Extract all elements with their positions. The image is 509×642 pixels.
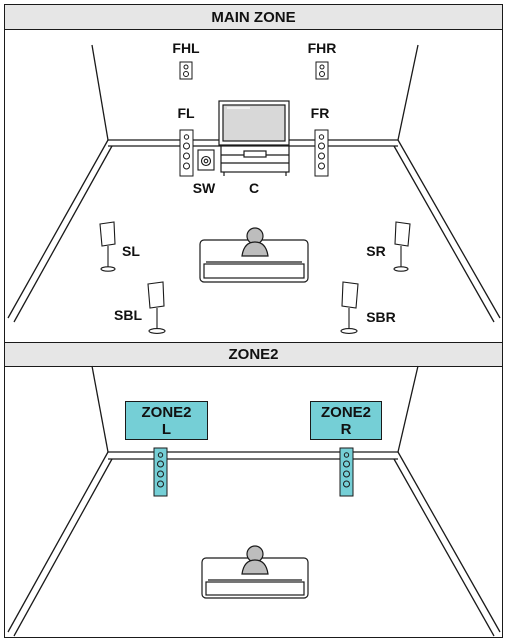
zone2-left-label-box: ZONE2 L	[125, 401, 208, 440]
zone2-right-label-line1: ZONE2	[320, 403, 371, 421]
main-room-outline	[7, 44, 501, 323]
fr-speaker-icon	[314, 129, 329, 177]
tv-icon	[218, 100, 290, 146]
fr-label: FR	[311, 105, 330, 121]
sbr-speaker-icon	[340, 281, 359, 334]
zone2-left-label-line2: L	[161, 420, 172, 438]
sbl-label: SBL	[114, 307, 142, 323]
zone2-title: ZONE2	[228, 346, 279, 363]
sl-speaker-icon	[99, 221, 116, 272]
sbl-speaker-icon	[147, 281, 166, 334]
main-zone-header: MAIN ZONE	[5, 5, 502, 30]
tv-stand-icon	[220, 145, 290, 176]
fhl-label: FHL	[172, 40, 200, 56]
c-label: C	[249, 180, 259, 196]
sbr-label: SBR	[366, 309, 396, 325]
zone2-right-label-line2: R	[340, 420, 352, 438]
zone2-left-speaker-icon	[153, 447, 168, 497]
sl-label: SL	[122, 243, 140, 259]
diagram-frame: MAIN ZONE ZONE2	[4, 4, 503, 638]
zone2-right-label-box: ZONE2 R	[310, 401, 382, 440]
fl-label: FL	[177, 105, 195, 121]
fhr-label: FHR	[308, 40, 337, 56]
zone2-listener-sofa-icon	[201, 545, 309, 599]
zone2-right-speaker-icon	[339, 447, 354, 497]
listener-sofa-icon	[199, 227, 309, 283]
fhr-speaker-icon	[315, 61, 329, 80]
zone2-left-label-line1: ZONE2	[141, 403, 192, 421]
fhl-speaker-icon	[179, 61, 193, 80]
sr-speaker-icon	[393, 221, 411, 272]
fl-speaker-icon	[179, 129, 194, 177]
main-zone-title: MAIN ZONE	[211, 8, 296, 26]
sw-label: SW	[193, 180, 216, 196]
sr-label: SR	[366, 243, 385, 259]
zone2-header: ZONE2	[5, 342, 502, 367]
subwoofer-icon	[197, 149, 215, 171]
